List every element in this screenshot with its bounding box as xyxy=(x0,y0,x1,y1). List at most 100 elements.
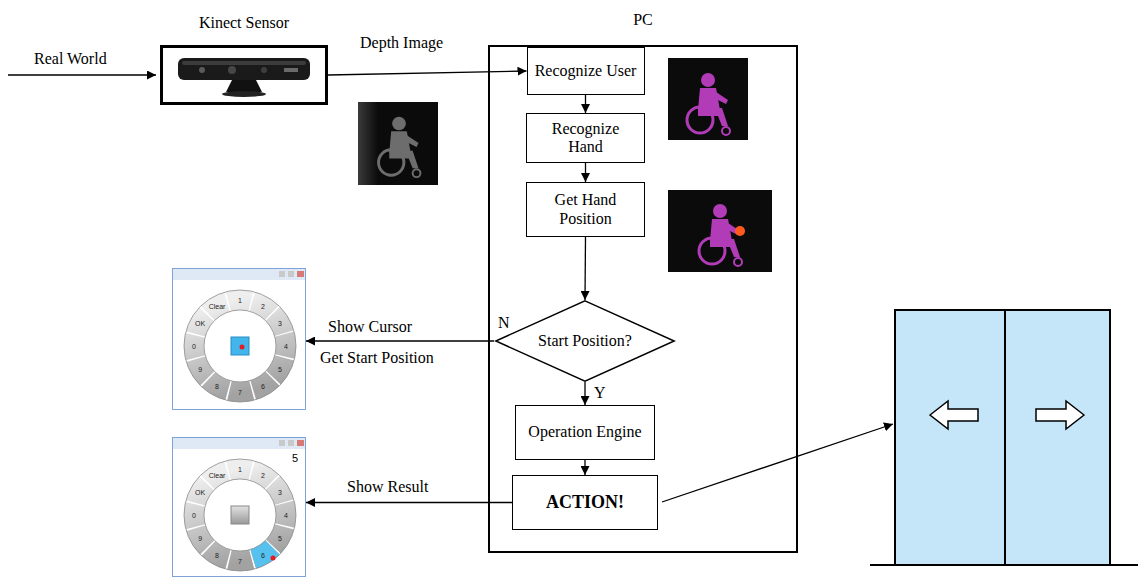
decision-text: Start Position? xyxy=(538,332,632,350)
sensor-stand xyxy=(226,80,262,92)
dial-number: 4 xyxy=(284,512,288,519)
dial-number: 2 xyxy=(261,472,265,479)
kinect-device xyxy=(178,58,310,97)
dial-number: 0 xyxy=(192,343,196,350)
dial-number: 2 xyxy=(261,303,265,310)
dial-ring xyxy=(184,459,297,572)
dial-number: 9 xyxy=(198,366,202,373)
door-panel xyxy=(895,310,1005,565)
sensor-lens xyxy=(261,67,267,73)
dial-number: 9 xyxy=(198,535,202,542)
window-button xyxy=(288,440,294,446)
user-silhouette xyxy=(687,73,730,135)
depth-ground xyxy=(358,102,438,185)
node-heading: PC xyxy=(450,11,836,29)
dial-number: Clear xyxy=(209,303,226,310)
sensor-lens xyxy=(228,66,236,74)
dial-number: 3 xyxy=(278,489,282,496)
window-button xyxy=(297,271,304,277)
edge-label: Show Cursor xyxy=(326,318,414,336)
title-bar xyxy=(173,269,305,280)
open-arrow xyxy=(930,401,978,429)
dial-number: 7 xyxy=(238,558,242,565)
action-text: ACTION! xyxy=(546,492,624,513)
dial-number: 8 xyxy=(215,551,219,558)
process-box: Recognize User xyxy=(527,47,645,95)
process-text: Get Hand Position xyxy=(533,191,638,228)
open-arrow xyxy=(1036,401,1084,429)
process-box: Get Hand Position xyxy=(526,182,645,237)
sensor-lens xyxy=(199,67,205,73)
dial-edge xyxy=(204,479,276,551)
edge-label: Y xyxy=(592,384,608,402)
user-silhouette xyxy=(379,117,421,177)
dial-ring xyxy=(184,290,297,403)
flow-arrow xyxy=(306,340,494,341)
flow-arrow xyxy=(584,460,585,475)
process-text: Operation Engine xyxy=(528,423,641,441)
action-box: ACTION! xyxy=(512,475,658,530)
window-button xyxy=(288,271,294,277)
dial-number: 0 xyxy=(192,512,196,519)
dial-number: 8 xyxy=(215,382,219,389)
decision-diamond: Start Position? xyxy=(494,300,676,382)
flow-arrow xyxy=(584,382,585,405)
dial-number: Clear xyxy=(209,472,226,479)
node-heading: Kinect Sensor xyxy=(123,14,365,32)
dial-number: 5 xyxy=(292,453,298,464)
user-thumbnail xyxy=(668,58,748,140)
sensor-box: Kinect Sensor xyxy=(160,45,328,105)
door-panel xyxy=(1005,310,1110,565)
flow-arrow xyxy=(306,502,512,503)
sensor-highlight xyxy=(182,61,306,65)
process-text: Recognize User xyxy=(535,62,637,80)
dial-number: 5 xyxy=(278,366,282,373)
window-button xyxy=(297,440,304,446)
ground-line xyxy=(870,564,1138,566)
dial-number: 1 xyxy=(238,466,242,473)
flow-arrow xyxy=(584,237,586,300)
app-window: Clear 1 2 3 4 5 6 7 8 9 0 OK 5 xyxy=(172,437,306,577)
center-square xyxy=(231,506,249,524)
edge-label: Show Result xyxy=(345,478,430,496)
dial-edge xyxy=(184,459,296,571)
depth-thumbnail xyxy=(358,102,438,185)
action-arrow xyxy=(662,424,893,502)
process-box: Recognize Hand xyxy=(526,113,645,163)
app-window-art xyxy=(173,269,305,402)
process-box: Operation Engine xyxy=(515,405,655,460)
diamond-shape xyxy=(496,301,674,381)
user-silhouette xyxy=(699,204,742,266)
computer-frame: Recognize UserRecognize HandGet Hand Pos… xyxy=(488,45,798,553)
dial-number: OK xyxy=(195,489,205,496)
sensor-bar xyxy=(178,58,310,80)
hand-thumbnail xyxy=(668,190,772,272)
app-window-art xyxy=(173,438,305,580)
cursor-dot xyxy=(271,556,276,561)
edge-label: Depth Image xyxy=(358,34,445,52)
input-arrow xyxy=(8,74,156,75)
flow-arrow xyxy=(585,163,586,182)
dial-edge xyxy=(204,310,276,382)
sliding-door xyxy=(870,310,1138,565)
cursor-dot xyxy=(240,345,245,350)
dial-number: 4 xyxy=(284,343,288,350)
branch-label: N xyxy=(496,314,512,332)
window-button xyxy=(279,271,285,277)
dial-number: 3 xyxy=(278,320,282,327)
sensor-badge xyxy=(284,68,298,72)
dial-number: 5 xyxy=(278,535,282,542)
app-window: Clear1234567890OK xyxy=(172,268,306,410)
depth-ground xyxy=(668,190,772,272)
hand-marker xyxy=(735,226,745,236)
dial-number: 7 xyxy=(238,389,242,396)
input-label: Real World xyxy=(32,50,109,68)
dial-number: 1 xyxy=(238,297,242,304)
flow-arrow xyxy=(585,95,586,113)
flow-arrow xyxy=(328,71,527,75)
window-button xyxy=(279,440,285,446)
dial-highlight xyxy=(175,450,305,580)
dial-number: 6 xyxy=(261,551,265,558)
depth-ground xyxy=(668,58,748,140)
